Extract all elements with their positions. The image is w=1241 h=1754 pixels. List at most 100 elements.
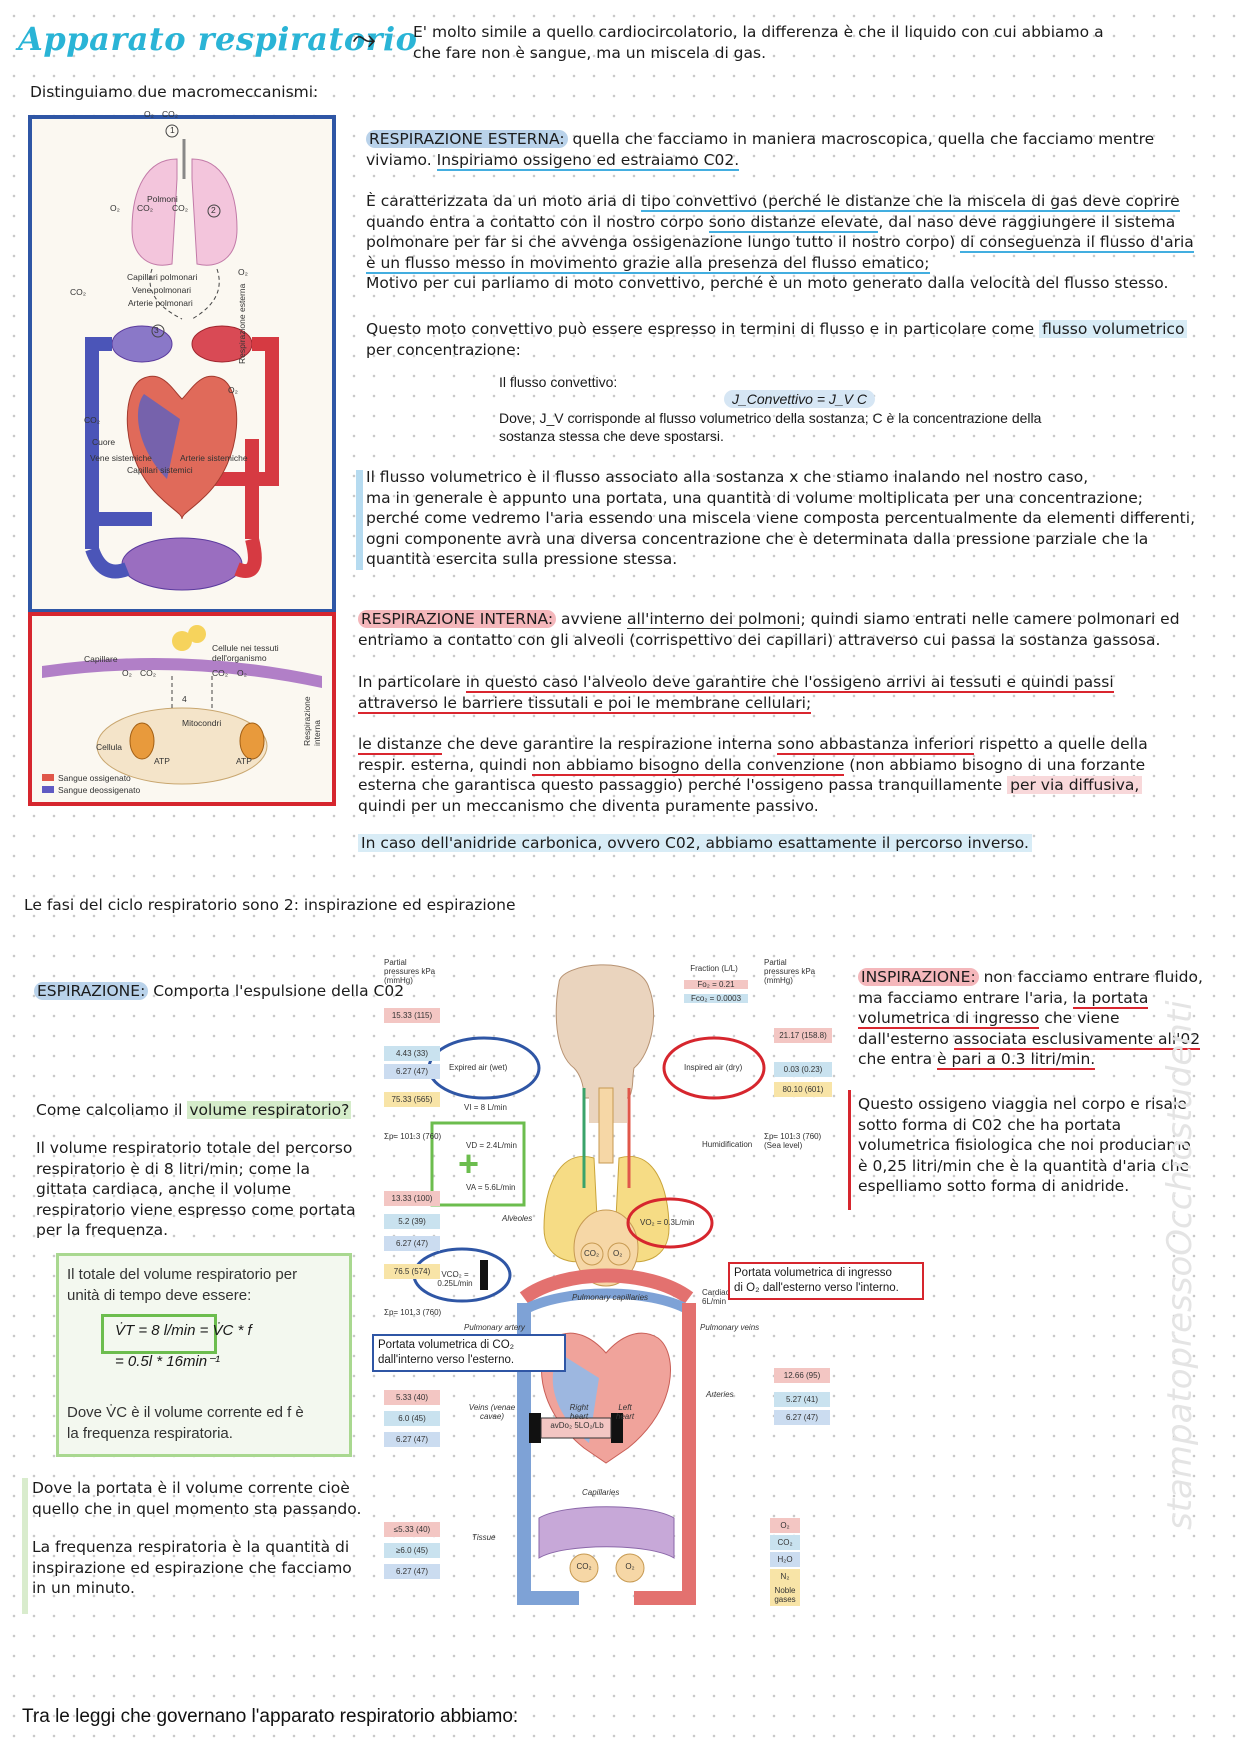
espirazione-tag: ESPIRAZIONE: — [34, 982, 149, 1000]
pp-left-top-0: 15.33 (115) — [384, 1008, 440, 1023]
label-cuore: Cuore — [92, 437, 116, 447]
label-o2-cell: O₂ — [122, 668, 132, 678]
red-side-bar — [848, 1090, 851, 1210]
label-respirazione-interna: Respirazione interna — [302, 696, 322, 746]
label-arterie-polmonari: Arterie polmonari — [128, 298, 193, 308]
portata-note: Dove la portata è il volume corrente cio… — [32, 1479, 362, 1597]
intro-text: E' molto simile a quello cardiocircolato… — [413, 23, 1104, 62]
veins-label: Veins (venae cavae) — [468, 1403, 516, 1421]
page-title: Apparato respiratorio — [18, 20, 418, 58]
o2-circle-label: O₂ — [613, 1249, 623, 1258]
label-num3: 3 — [154, 325, 159, 335]
pp-right-head: Partial pressures kPa (mmHg) — [764, 958, 816, 985]
label-co2-cell: CO₂ — [140, 668, 157, 678]
co2-circle-label: CO₂ — [584, 1249, 600, 1258]
vd-label: VD = 2.4L/min — [466, 1141, 517, 1150]
inspirazione-block: INSPIRAZIONE: non facciamo entrare fluid… — [858, 968, 1203, 1070]
fraction-head: Fraction (L/L) — [690, 964, 738, 973]
volume-paragraph: Il volume respiratorio totale del percor… — [36, 1139, 356, 1239]
vi-label: VI = 8 L/min — [464, 1103, 507, 1112]
co2-tissue-label: CO₂ — [576, 1562, 592, 1571]
pp-left-tissue-0: ≤5.33 (40) — [384, 1522, 440, 1537]
resp-interna-tag: RESPIRAZIONE INTERNA: — [358, 610, 557, 628]
label-atp-a: ATP — [154, 756, 170, 766]
formula-dove-2: la frequenza respiratoria. — [67, 1425, 233, 1442]
capillaries-label: Capillaries — [582, 1488, 620, 1497]
pp-left-mid-1: 5.2 (39) — [384, 1214, 440, 1229]
pp-left-sum2: Σp= 101.3 (760) — [384, 1308, 442, 1317]
pp-left-veins-1: 6.0 (45) — [384, 1411, 440, 1426]
label-o2-side: O₂ — [238, 267, 248, 277]
formula-dove-1: Dove V̇C è il volume corrente ed f è — [67, 1404, 304, 1421]
legend-noble: Noble gases — [770, 1584, 800, 1606]
fraction-o2: Fo₂ = 0.21 — [684, 980, 748, 989]
pp-left-top-3: 75.33 (565) — [384, 1092, 440, 1107]
pulmonary-capillaries-label: Pulmonary capillaries — [572, 1293, 649, 1302]
label-mitocondri: Mitocondri — [182, 718, 222, 728]
pp-right-sum: Σp= 101.3 (760) (Sea level) — [764, 1132, 822, 1150]
alveoles-label: Alveoles — [502, 1214, 533, 1223]
label-o2-cell-b: O₂ — [237, 668, 247, 678]
pp-right-arteries-2: 6.27 (47) — [774, 1410, 830, 1425]
legend-o2: O₂ — [770, 1518, 800, 1533]
fraction-co2: Fco₂ = 0.0003 — [684, 994, 748, 1003]
formula-box-line2: unità di tempo deve essere: — [67, 1287, 252, 1304]
formula-box-line1: Il totale del volume respiratorio per — [67, 1266, 298, 1283]
resp-esterna-p3: Questo moto convettivo può essere espres… — [366, 319, 1226, 360]
formula-convettivo: J_Convettivo = J_V C — [724, 390, 876, 408]
respiratory-flow-figure: + Partial pressures kPa (mmHg) 15.33 (11… — [384, 958, 836, 1628]
pp-left-mid-0: 13.33 (100) — [384, 1191, 440, 1206]
resp-interna-p3: le distanze che deve garantire la respir… — [358, 735, 1148, 815]
label-polmoni: Polmoni — [147, 194, 178, 204]
label-vene-sistemiche: Vene sistemiche — [90, 453, 152, 463]
portata-o2-callout: Portata volumetrica di ingresso di O₂ da… — [728, 1262, 924, 1300]
right-heart-label: Right heart — [569, 1403, 589, 1421]
arteries-label: Arteries — [706, 1390, 734, 1399]
label-num4: 4 — [182, 694, 187, 704]
tissue-label: Tissue — [472, 1533, 496, 1542]
label-capillare: Capillare — [84, 654, 118, 664]
resp-esterna-tag: RESPIRAZIONE ESTERNA: — [366, 130, 568, 148]
fasi-line: Le fasi del ciclo respiratorio sono 2: i… — [24, 896, 516, 914]
legend-deossigenato: Sangue deossigenato — [58, 785, 141, 795]
o2-tissue-label: O₂ — [625, 1562, 635, 1571]
espirazione-line: ESPIRAZIONE: Comporta l'espulsione della… — [34, 981, 404, 1002]
pp-right-top-1: 0.03 (0.23) — [774, 1062, 832, 1077]
resp-esterna-p4: Il flusso volumetrico è il flusso associ… — [366, 468, 1195, 568]
resp-esterna-p1: RESPIRAZIONE ESTERNA: quella che facciam… — [366, 130, 1155, 171]
pulmonary-veins-label: Pulmonary veins — [700, 1323, 760, 1332]
watermark: stampatopressoOcchiostudenti — [1160, 1000, 1200, 1530]
pp-left-tissue-1: ≥6.0 (45) — [384, 1543, 440, 1558]
pp-right-arteries-0: 12.66 (95) — [774, 1368, 830, 1383]
left-heart-label: Left heart — [615, 1403, 635, 1421]
formula-vt-2: = 0.5l * 16min⁻¹ — [115, 1353, 221, 1370]
formula-vt: V̇T = 8 l/min = V̇C * f — [115, 1322, 252, 1339]
humidification-label: Humidification — [702, 1140, 753, 1149]
subheading: Distinguiamo due macromeccanismi: — [30, 83, 319, 101]
respiratory-flow-diagram: + — [412, 964, 766, 1605]
vco2-label: VCO₂ = 0.25L/min — [437, 1270, 473, 1288]
pulmonary-artery-label: Pulmonary artery — [464, 1323, 525, 1332]
va-label: VA = 5.6L/min — [466, 1183, 516, 1192]
pp-left-head: Partial pressures kPa (mmHg) — [384, 958, 436, 985]
resp-interna-p2: In particolare in questo caso l'alveolo … — [358, 673, 1114, 714]
legend-h2o: H₂O — [770, 1552, 800, 1567]
formula-intro: Il flusso convettivo: — [499, 374, 618, 390]
label-atp-b: ATP — [236, 756, 252, 766]
label-co2-low: CO₂ — [84, 415, 101, 425]
respirazione-esterna-figure: O₂ CO₂ 1 Polmoni CO₂ O₂ CO₂ 2 Capillari … — [28, 109, 336, 613]
label-co2-side: CO₂ — [70, 287, 87, 297]
pp-left-veins-2: 6.27 (47) — [384, 1432, 440, 1447]
label-o2-b: O₂ — [110, 203, 120, 213]
label-num2: 2 — [211, 205, 216, 215]
pp-left-sum1: Σp= 101.3 (760) — [384, 1132, 442, 1141]
formula-highlight-box — [101, 1314, 217, 1354]
svg-text:+: + — [458, 1143, 479, 1184]
respirazione-interna-figure: Capillare Cellule nei tessuti dell'organ… — [28, 612, 336, 806]
label-capillari-polmonari: Capillari polmonari — [127, 272, 198, 282]
expired-air-label: Expired air (wet) — [449, 1063, 508, 1072]
legend-n2: N₂ — [770, 1569, 800, 1584]
label-num1: 1 — [170, 125, 175, 135]
pp-left-veins-0: 5.33 (40) — [384, 1390, 440, 1405]
pp-left-top-2: 6.27 (47) — [384, 1064, 440, 1079]
